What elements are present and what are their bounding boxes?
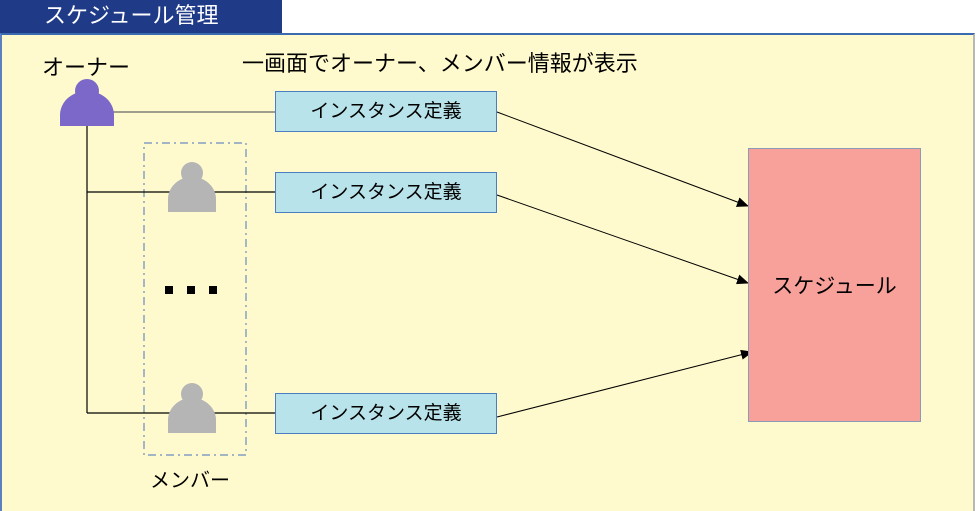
owner-person-icon — [60, 79, 114, 126]
arrow-2 — [496, 194, 749, 285]
headline: 一画面でオーナー、メンバー情報が表示 — [242, 52, 638, 77]
instance-definition-box: インスタンス定義 — [275, 91, 497, 132]
instance-definition-box: インスタンス定義 — [275, 172, 497, 213]
schedule-box: スケジュール — [748, 148, 921, 422]
schedule-label: スケジュール — [772, 274, 897, 298]
owner-label: オーナー — [42, 56, 131, 81]
member-group-box — [143, 142, 247, 456]
member-person-icon — [168, 383, 216, 433]
title-tab: スケジュール管理 — [0, 0, 282, 33]
arrow-1 — [496, 111, 749, 207]
member-person-icon — [168, 162, 216, 212]
instance-definition-box: インスタンス定義 — [275, 393, 497, 434]
ellipsis-icon — [165, 286, 217, 294]
member-label: メンバー — [150, 468, 230, 492]
arrow-3 — [496, 349, 753, 418]
